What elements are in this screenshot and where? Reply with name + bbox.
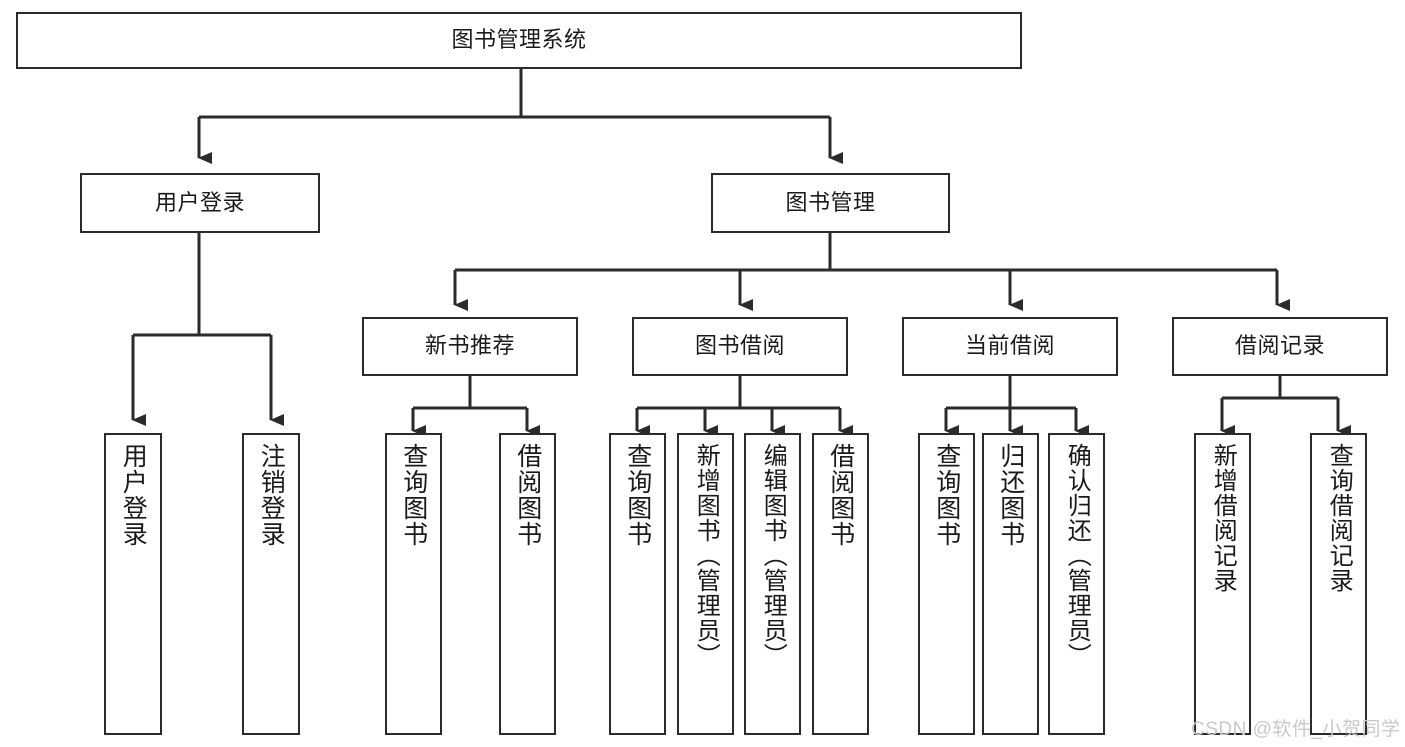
node-label: 图书管理 <box>785 189 876 215</box>
node-label: 确认归还（管理员） <box>1063 443 1091 668</box>
node-book-management[interactable]: 图书管理 <box>711 173 950 233</box>
node-system-root[interactable]: 图书管理系统 <box>16 12 1022 69</box>
node-label: 注销登录 <box>257 443 286 547</box>
leaf-borrow-add-book-admin[interactable]: 新增图书（管理员） <box>677 433 734 735</box>
node-label: 新书推荐 <box>424 333 515 359</box>
node-new-book-recommend[interactable]: 新书推荐 <box>362 317 578 376</box>
leaf-record-add-record[interactable]: 新增借阅记录 <box>1194 433 1251 735</box>
csdn-watermark: CSDN @软件_小贺同学 <box>1191 719 1401 740</box>
leaf-current-query-book[interactable]: 查询图书 <box>918 433 975 735</box>
leaf-borrow-query-book[interactable]: 查询图书 <box>609 433 666 735</box>
node-label: 借阅图书 <box>826 443 855 547</box>
node-label: 新增借阅记录 <box>1209 443 1237 593</box>
leaf-borrow-borrow-book[interactable]: 借阅图书 <box>812 433 869 735</box>
node-label: 借阅记录 <box>1234 333 1325 359</box>
node-borrow-record[interactable]: 借阅记录 <box>1172 317 1388 376</box>
node-label: 图书管理系统 <box>451 27 587 53</box>
leaf-recommend-borrow-book[interactable]: 借阅图书 <box>499 433 556 735</box>
leaf-record-query-record[interactable]: 查询借阅记录 <box>1310 433 1367 735</box>
leaf-borrow-edit-book-admin[interactable]: 编辑图书（管理员） <box>744 433 801 735</box>
node-label: 查询借阅记录 <box>1325 443 1353 593</box>
node-label: 编辑图书（管理员） <box>759 443 787 668</box>
node-label: 查询图书 <box>399 443 428 547</box>
node-label: 用户登录 <box>154 189 245 215</box>
node-label: 查询图书 <box>623 443 652 547</box>
leaf-recommend-query-book[interactable]: 查询图书 <box>385 433 442 735</box>
node-label: 新增图书（管理员） <box>692 443 720 668</box>
node-label: 当前借阅 <box>964 333 1055 359</box>
node-current-borrow[interactable]: 当前借阅 <box>902 317 1118 376</box>
leaf-current-return-book[interactable]: 归还图书 <box>982 433 1039 735</box>
node-label: 图书借阅 <box>694 333 785 359</box>
node-book-borrow[interactable]: 图书借阅 <box>632 317 848 376</box>
node-label: 查询图书 <box>932 443 961 547</box>
leaf-user-logout[interactable]: 注销登录 <box>242 433 300 735</box>
node-label: 归还图书 <box>996 443 1025 547</box>
leaf-current-confirm-return-admin[interactable]: 确认归还（管理员） <box>1048 433 1105 735</box>
node-label: 借阅图书 <box>513 443 542 547</box>
leaf-user-login[interactable]: 用户登录 <box>104 433 162 735</box>
node-user-login[interactable]: 用户登录 <box>80 173 320 233</box>
node-label: 用户登录 <box>119 443 148 547</box>
